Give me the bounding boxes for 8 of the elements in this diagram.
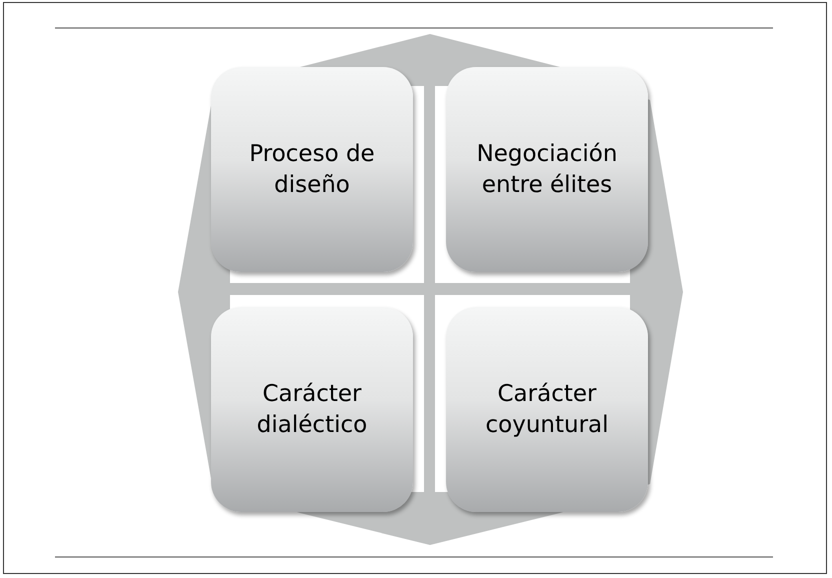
box-label: Proceso de diseño bbox=[248, 140, 376, 200]
rounded-box bbox=[211, 307, 413, 512]
box-label: Carácter dialéctico bbox=[256, 380, 368, 440]
rounded-box bbox=[211, 67, 413, 272]
rounded-box bbox=[446, 67, 648, 272]
rounded-box bbox=[446, 307, 648, 512]
box-label: Negociación entre élites bbox=[476, 140, 618, 200]
box-label: Carácter coyuntural bbox=[484, 380, 610, 440]
